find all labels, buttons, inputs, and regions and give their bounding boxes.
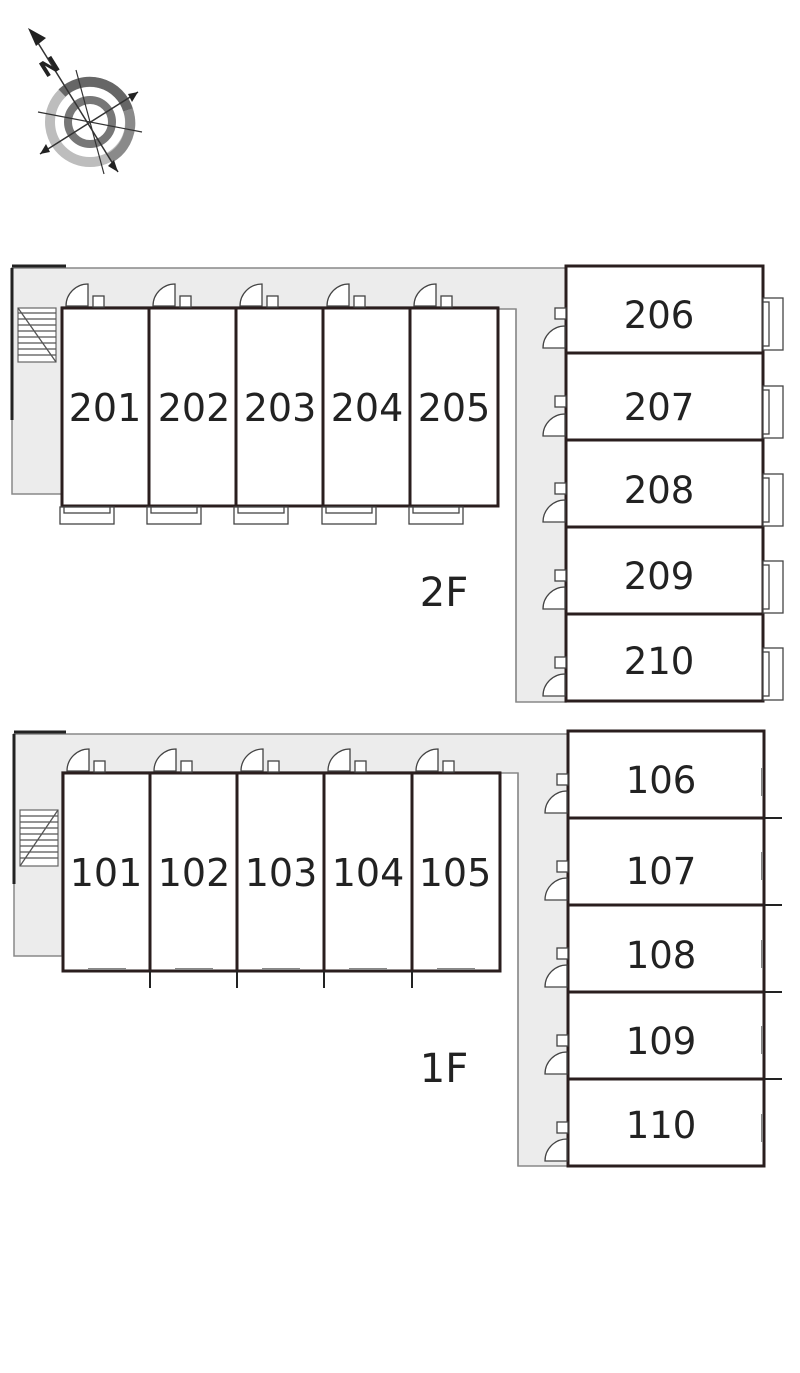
door-icon <box>239 283 279 308</box>
room-208[interactable]: 208 <box>564 438 765 529</box>
room-110[interactable]: 110 <box>566 1077 766 1168</box>
door-icon <box>65 283 105 308</box>
door-icon <box>66 748 455 773</box>
partition-lines <box>761 768 782 1142</box>
room-number: 106 <box>626 759 697 802</box>
room-108[interactable]: 108 <box>566 903 766 994</box>
room-206[interactable]: 206 <box>564 264 765 355</box>
room-number: 109 <box>626 1020 697 1063</box>
room-number: 110 <box>626 1104 697 1147</box>
room-205[interactable]: 205 <box>408 306 500 508</box>
room-202[interactable]: 202 <box>147 306 238 508</box>
room-109[interactable]: 109 <box>566 990 766 1081</box>
room-number: 103 <box>245 851 318 895</box>
door-icon <box>326 283 366 308</box>
room-number: 205 <box>418 386 491 430</box>
room-104[interactable]: 104 <box>322 771 414 973</box>
balcony-icon <box>59 506 464 525</box>
floor-label-1f: 1F <box>420 1046 468 1092</box>
room-number: 101 <box>70 851 143 895</box>
room-number: 202 <box>158 386 231 430</box>
floor-label-2f: 2F <box>420 570 468 616</box>
room-number: 107 <box>626 850 697 893</box>
room-201[interactable]: 201 <box>60 306 151 508</box>
room-101[interactable]: 101 <box>61 771 152 973</box>
balcony-icon <box>762 297 784 701</box>
stairs-1f <box>19 809 59 867</box>
partition-lines <box>88 968 475 988</box>
room-204[interactable]: 204 <box>321 306 412 508</box>
compass-icon: N <box>28 28 143 175</box>
room-number: 210 <box>624 640 695 683</box>
stairs-2f <box>17 307 57 363</box>
room-number: 206 <box>624 294 695 337</box>
room-210[interactable]: 210 <box>564 612 765 703</box>
room-number: 105 <box>419 851 492 895</box>
floor-1f: 101 102 103 104 105 <box>12 729 782 1168</box>
room-203[interactable]: 203 <box>234 306 325 508</box>
door-icon <box>413 283 453 308</box>
door-icon <box>542 307 567 697</box>
room-number: 108 <box>626 934 697 977</box>
room-number: 207 <box>624 386 695 429</box>
room-number: 102 <box>158 851 231 895</box>
room-207[interactable]: 207 <box>564 351 765 442</box>
room-number: 208 <box>624 469 695 512</box>
room-103[interactable]: 103 <box>235 771 326 973</box>
door-icon <box>544 773 569 1162</box>
room-number: 209 <box>624 555 695 598</box>
room-number: 203 <box>244 386 317 430</box>
room-number: 201 <box>69 386 142 430</box>
room-107[interactable]: 107 <box>566 816 766 907</box>
room-106[interactable]: 106 <box>566 729 766 820</box>
room-102[interactable]: 102 <box>148 771 239 973</box>
room-209[interactable]: 209 <box>564 525 765 616</box>
door-icon <box>152 283 192 308</box>
room-105[interactable]: 105 <box>410 771 502 973</box>
room-number: 104 <box>332 851 405 895</box>
floor-2f: 201 202 203 204 205 <box>10 264 784 703</box>
room-number: 204 <box>331 386 404 430</box>
